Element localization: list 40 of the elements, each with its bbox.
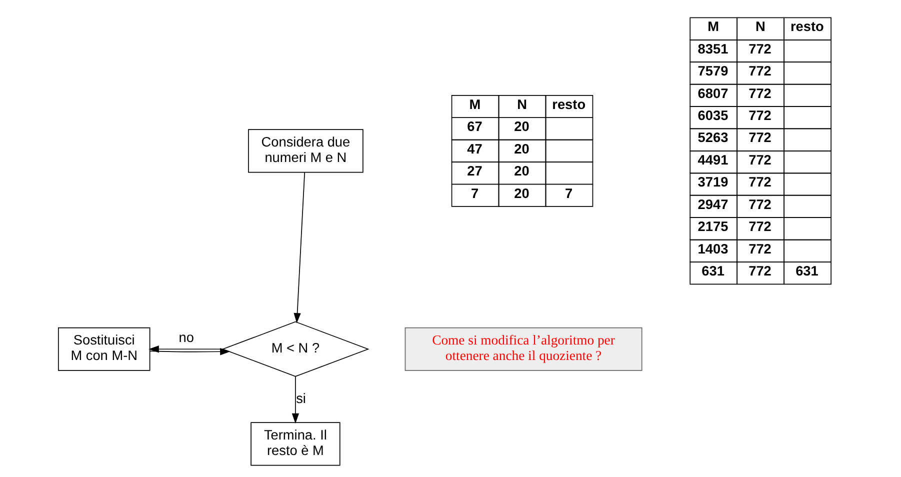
label: 772 [748, 152, 772, 168]
edge-label: si [296, 390, 306, 406]
label: 3719 [698, 174, 728, 190]
label: 27 [467, 164, 482, 179]
label: 631 [702, 263, 724, 278]
label: 772 [748, 241, 772, 256]
label: 67 [467, 119, 482, 134]
label: 4491 [698, 152, 728, 168]
label: 2947 [698, 196, 728, 212]
label: 772 [748, 64, 772, 79]
label: N [755, 19, 766, 34]
label: M [708, 19, 720, 34]
label: 20 [514, 141, 530, 156]
label: 5263 [698, 130, 728, 146]
label: 7 [564, 186, 573, 201]
label: resto [552, 96, 586, 112]
label: N [517, 96, 528, 112]
label: 2175 [698, 219, 728, 234]
label: 47 [467, 141, 482, 156]
label: 772 [748, 174, 772, 190]
label: 6035 [698, 108, 728, 124]
edge-label: no [178, 330, 194, 346]
label: 772 [748, 108, 772, 124]
label: 8351 [698, 41, 728, 56]
label: 772 [748, 219, 772, 234]
label: 20 [514, 164, 530, 179]
label: 20 [514, 186, 530, 201]
label: 772 [748, 263, 772, 278]
label: 20 [514, 119, 530, 134]
label: 1403 [698, 241, 728, 256]
label: 772 [748, 130, 772, 146]
label: 6807 [698, 86, 728, 101]
label: resto [790, 19, 824, 34]
label: 631 [796, 263, 818, 278]
label: 7579 [698, 64, 728, 79]
label: 772 [748, 196, 772, 212]
label: 772 [748, 41, 772, 56]
label: M [469, 96, 481, 112]
label: 7 [471, 186, 479, 201]
label: 772 [748, 86, 772, 101]
